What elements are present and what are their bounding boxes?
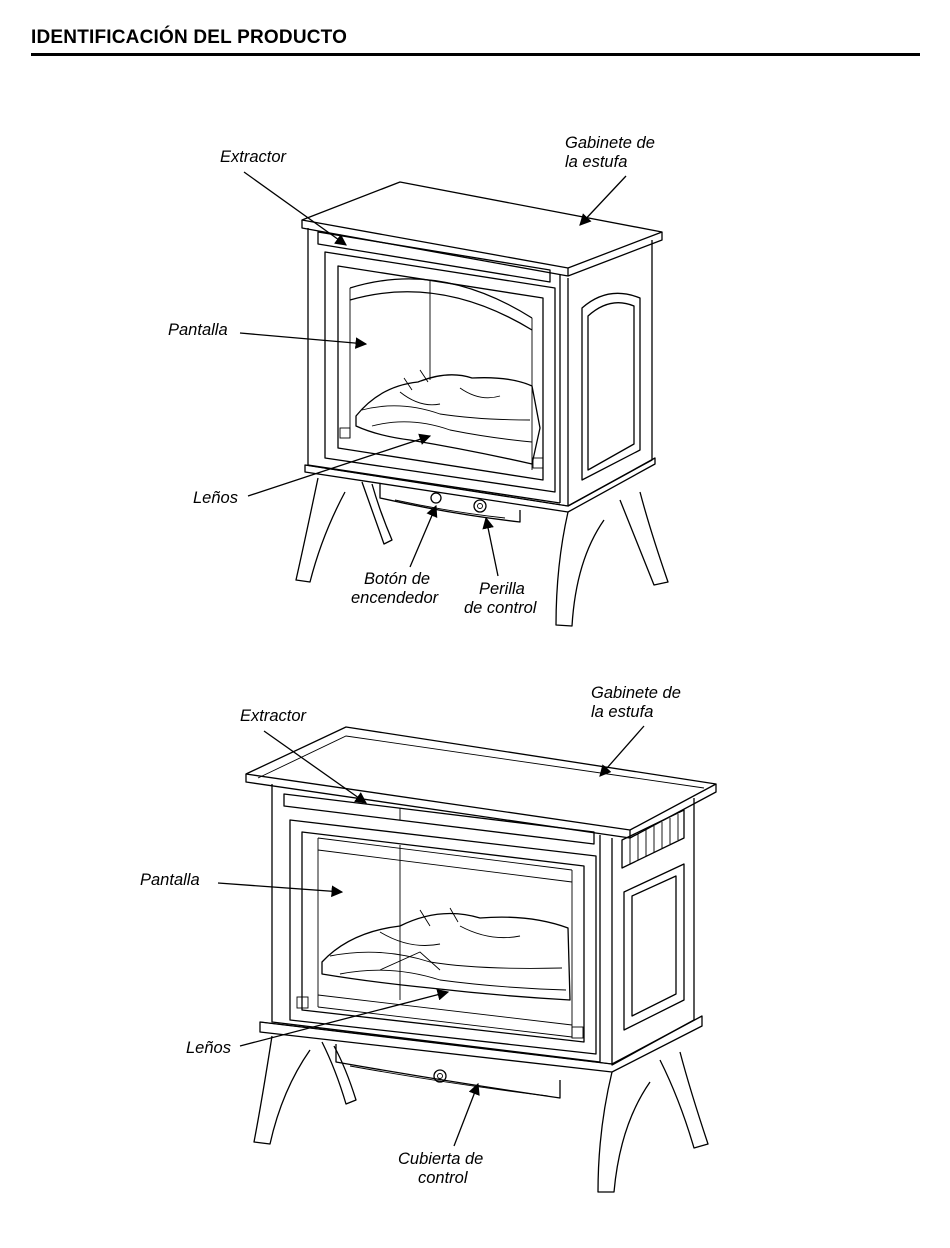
label-button-line1: Botón de bbox=[364, 570, 430, 588]
label-logs: Leños bbox=[186, 1039, 231, 1057]
label-cover-line1: Cubierta de bbox=[398, 1150, 483, 1168]
leader-cabinet bbox=[600, 726, 644, 776]
label-extractor: Extractor bbox=[240, 707, 308, 725]
label-cover-line2: control bbox=[418, 1169, 469, 1187]
label-cabinet-line2: la estufa bbox=[591, 703, 653, 721]
leader-cabinet bbox=[580, 176, 626, 225]
stove-diagram-2: Extractor Gabinete de la estufa Pantalla… bbox=[0, 670, 950, 1230]
label-knob-line1: Perilla bbox=[479, 580, 525, 598]
label-cabinet-line1: Gabinete de bbox=[565, 134, 655, 152]
label-extractor: Extractor bbox=[220, 148, 288, 166]
section-title: IDENTIFICACIÓN DEL PRODUCTO bbox=[31, 27, 347, 49]
leader-screen bbox=[218, 883, 342, 892]
leader-screen bbox=[240, 333, 366, 344]
label-screen: Pantalla bbox=[168, 321, 228, 339]
leader-button bbox=[410, 506, 436, 567]
label-button-line2: encendedor bbox=[351, 589, 440, 607]
leader-cover bbox=[454, 1084, 478, 1146]
stove-diagram-1: Extractor Gabinete de la estufa Pantalla… bbox=[0, 120, 950, 640]
stove-illustration-1 bbox=[296, 182, 668, 626]
title-rule bbox=[31, 53, 920, 56]
label-screen: Pantalla bbox=[140, 871, 200, 889]
label-cabinet-line2: la estufa bbox=[565, 153, 627, 171]
label-cabinet-line1: Gabinete de bbox=[591, 684, 681, 702]
label-knob-line2: de control bbox=[464, 599, 538, 617]
leader-knob bbox=[486, 518, 498, 576]
stove-illustration-2 bbox=[246, 727, 716, 1192]
label-logs: Leños bbox=[193, 489, 238, 507]
